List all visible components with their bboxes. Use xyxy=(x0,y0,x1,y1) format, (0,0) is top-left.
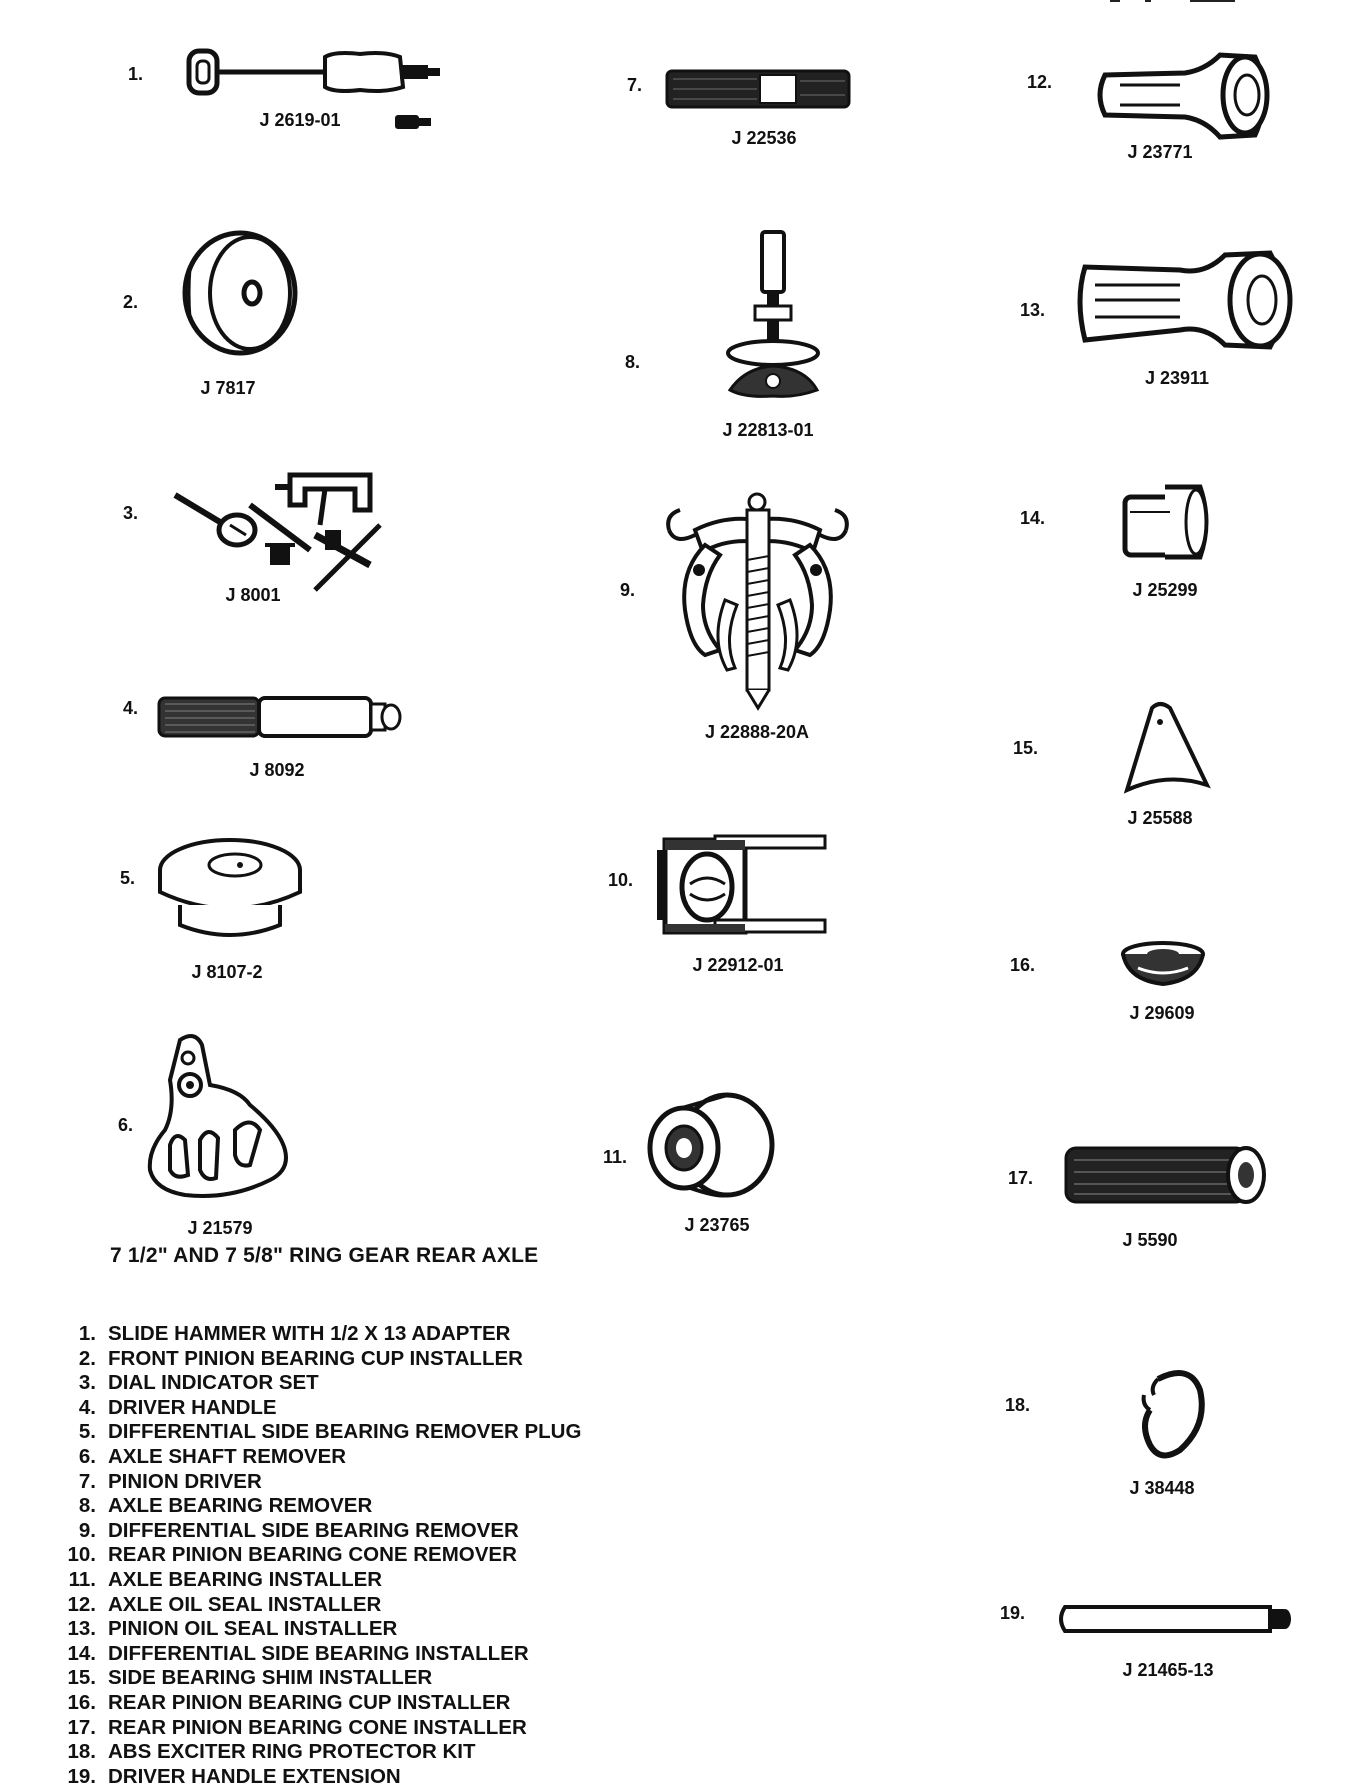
list-item: 18.ABS EXCITER RING PROTECTOR KIT xyxy=(67,1740,476,1764)
tool-code: J 21579 xyxy=(187,1218,253,1238)
cone-installer-illustration xyxy=(1064,1146,1266,1204)
axle-shaft-remover-illustration xyxy=(147,1034,288,1198)
tool-code: J 21465-13 xyxy=(1122,1660,1214,1680)
tool-code: J 38448 xyxy=(1129,1478,1195,1498)
tool-number: 2. xyxy=(123,292,139,312)
list-item: 3.DIAL INDICATOR SET xyxy=(78,1371,319,1395)
list-item: 2.FRONT PINION BEARING CUP INSTALLER xyxy=(78,1346,523,1370)
tool-code: J 22888-20A xyxy=(704,722,810,742)
list-item: 16.REAR PINION BEARING CUP INSTALLER xyxy=(67,1690,511,1714)
tool-number: 4. xyxy=(123,698,139,718)
axle-seal-installer-illustration xyxy=(1097,52,1270,140)
tool-number: 5. xyxy=(120,868,136,888)
tool-code: J 2619-01 xyxy=(259,110,341,130)
tool-number: 1. xyxy=(128,64,144,84)
driver-handle-illustration xyxy=(157,696,402,738)
tool-number: 10. xyxy=(608,870,634,890)
list-item: 9.DIFFERENTIAL SIDE BEARING REMOVER xyxy=(78,1518,519,1542)
list-item: 5.DIFFERENTIAL SIDE BEARING REMOVER PLUG xyxy=(78,1420,582,1444)
list-item: 4.DRIVER HANDLE xyxy=(78,1395,277,1419)
handle-extension-illustration xyxy=(1059,1605,1291,1633)
tool-number: 12. xyxy=(1027,72,1053,92)
list-item: 14.DIFFERENTIAL SIDE BEARING INSTALLER xyxy=(67,1641,529,1665)
tool-number: 17. xyxy=(1008,1168,1034,1188)
shim-installer-illustration xyxy=(1123,702,1211,794)
list-item: 8.AXLE BEARING REMOVER xyxy=(78,1494,373,1518)
tool-code: J 23765 xyxy=(684,1215,750,1235)
tool-code: J 8092 xyxy=(249,760,305,780)
pinion-driver-illustration xyxy=(665,69,851,109)
tool-code: J 22536 xyxy=(731,128,797,148)
list-item: 6.AXLE SHAFT REMOVER xyxy=(78,1444,347,1468)
list-item: 19.DRIVER HANDLE EXTENSION xyxy=(67,1764,401,1788)
tool-number: 7. xyxy=(627,75,643,95)
corner-mark-1 xyxy=(1110,0,1120,2)
cup-installer-small-illustration xyxy=(1121,941,1205,987)
side-bearing-installer-illustration xyxy=(1122,484,1209,560)
corner-mark-2 xyxy=(1145,0,1151,2)
tool-number: 6. xyxy=(118,1115,134,1135)
remover-plug-illustration xyxy=(158,838,302,937)
tool-code: J 25299 xyxy=(1132,580,1198,600)
tool-code: J 8001 xyxy=(225,585,281,605)
tool-legend: 1.SLIDE HAMMER WITH 1/2 X 13 ADAPTER 2.F… xyxy=(50,1322,582,1789)
corner-mark-3 xyxy=(1190,0,1235,2)
axle-bearing-remover-illustration xyxy=(726,230,820,398)
list-item: 11.AXLE BEARING INSTALLER xyxy=(68,1567,383,1591)
page-title: 7 1/2" AND 7 5/8" RING GEAR REAR AXLE xyxy=(110,1244,539,1267)
tool-number: 19. xyxy=(1000,1603,1026,1623)
list-item: 13.PINION OIL SEAL INSTALLER xyxy=(67,1617,398,1641)
list-item: 12.AXLE OIL SEAL INSTALLER xyxy=(67,1592,382,1616)
tool-number: 11. xyxy=(603,1147,628,1167)
tool-code: J 22912-01 xyxy=(692,955,784,975)
tool-code: J 8107-2 xyxy=(191,962,263,982)
cup-installer-illustration xyxy=(182,230,298,356)
list-item: 10.REAR PINION BEARING CONE REMOVER xyxy=(67,1543,517,1567)
tool-number: 13. xyxy=(1020,300,1046,320)
tool-number: 9. xyxy=(620,580,636,600)
list-item: 17.REAR PINION BEARING CONE INSTALLER xyxy=(67,1715,527,1739)
bearing-installer-illustration xyxy=(647,1092,775,1198)
tool-code: J 23911 xyxy=(1144,368,1210,388)
tool-number: 14. xyxy=(1020,508,1046,528)
list-item: 7.PINION DRIVER xyxy=(78,1469,262,1493)
tool-number: 18. xyxy=(1005,1395,1031,1415)
tool-number: 8. xyxy=(625,352,641,372)
dial-indicator-set-illustration xyxy=(173,472,382,592)
exciter-ring-protector-illustration xyxy=(1141,1370,1205,1459)
tool-code: J 22813-01 xyxy=(722,420,814,440)
tool-code: J 29609 xyxy=(1129,1003,1195,1023)
tool-code: J 5590 xyxy=(1122,1230,1178,1250)
cone-remover-illustration xyxy=(657,834,827,935)
tool-code: J 25588 xyxy=(1127,808,1193,828)
tool-number: 16. xyxy=(1010,955,1036,975)
list-item: 1.SLIDE HAMMER WITH 1/2 X 13 ADAPTER xyxy=(78,1322,511,1345)
slide-hammer-illustration xyxy=(186,48,440,129)
tool-number: 3. xyxy=(123,503,139,523)
list-item: 15.SIDE BEARING SHIM INSTALLER xyxy=(67,1666,433,1690)
pinion-seal-installer-illustration xyxy=(1077,250,1293,350)
tool-code: J 7817 xyxy=(200,378,256,398)
bearing-puller-illustration xyxy=(666,492,849,711)
tool-number: 15. xyxy=(1013,738,1039,758)
tool-code: J 23771 xyxy=(1127,142,1193,162)
